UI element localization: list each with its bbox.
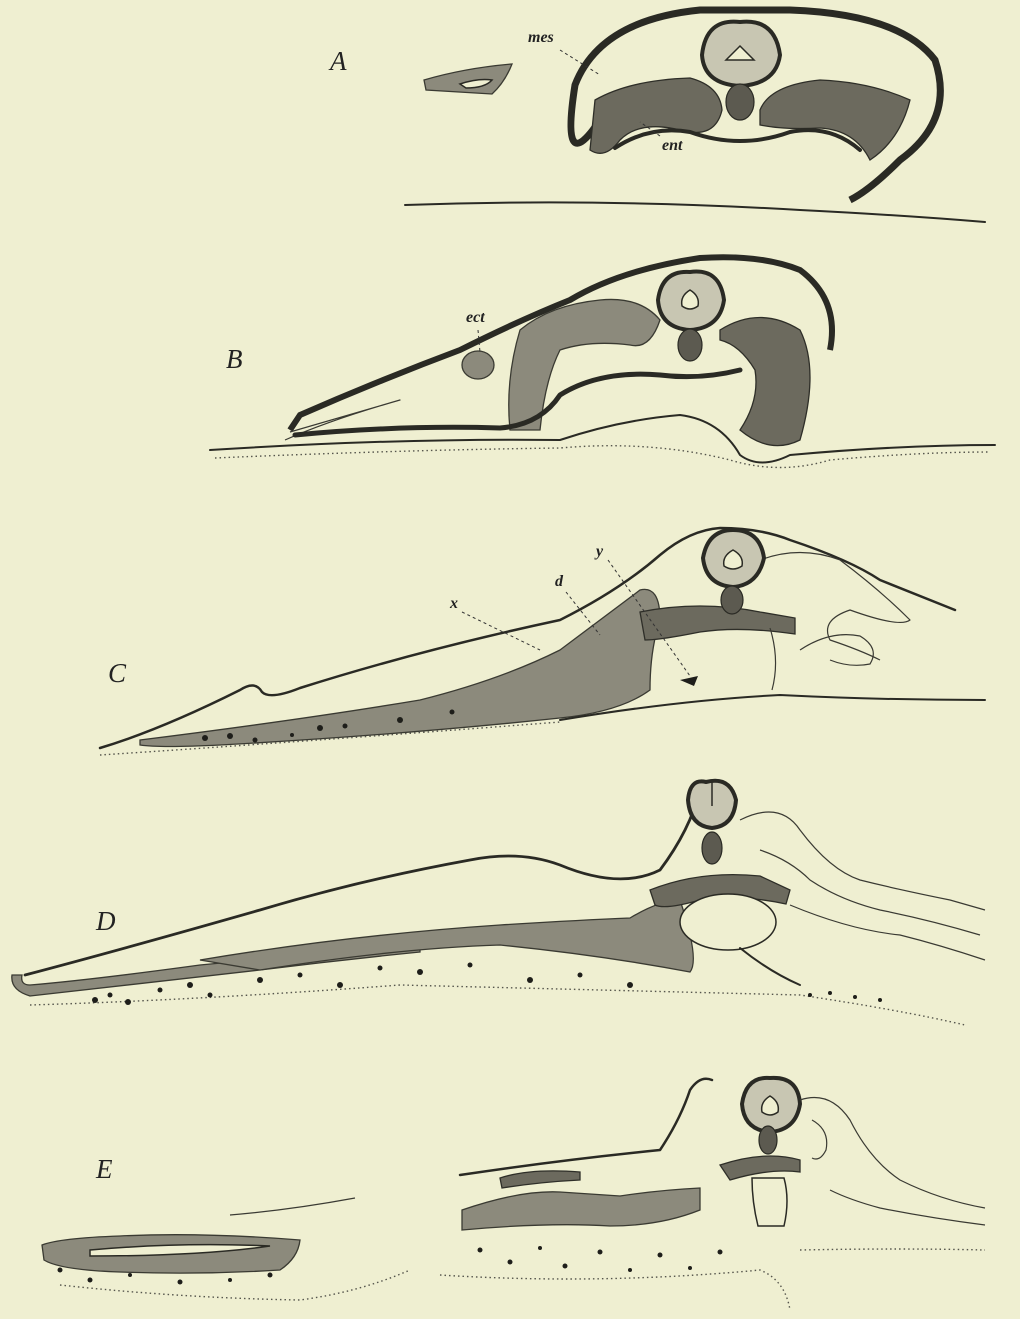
panel-a-mesoderm-right xyxy=(760,80,910,160)
panel-d-notochord xyxy=(702,832,722,864)
panel-e-gut-roof xyxy=(720,1156,800,1180)
panel-b-mesoderm-right xyxy=(720,318,810,446)
label-ect: ect xyxy=(466,309,485,326)
panel-e: E xyxy=(42,1078,985,1310)
label-ent: ent xyxy=(662,137,683,154)
panel-e-letter: E xyxy=(95,1154,113,1184)
panel-a: A mes ent xyxy=(328,10,985,222)
panel-a-letter: A xyxy=(328,46,347,76)
panel-c-letter: C xyxy=(108,658,127,688)
panel-b-letter: B xyxy=(226,344,243,374)
panel-e-notochord xyxy=(759,1126,777,1154)
panel-a-endoderm xyxy=(615,130,860,150)
panel-d: D xyxy=(12,781,985,1025)
panel-e-gut-cavity xyxy=(752,1178,787,1226)
panel-c-notochord xyxy=(721,586,743,614)
panel-b: B ect xyxy=(210,257,995,467)
label-y: y xyxy=(594,543,604,560)
panel-a-fragment xyxy=(424,64,512,94)
panel-b-ect-bump xyxy=(462,351,494,379)
panel-d-letter: D xyxy=(95,906,116,936)
panel-c: C x d y xyxy=(100,528,985,755)
panel-a-mesoderm-left xyxy=(590,78,722,153)
panel-d-mesoderm xyxy=(200,900,693,972)
label-mes: mes xyxy=(528,29,554,46)
panel-e-ground xyxy=(440,1270,790,1310)
panel-d-gut-cavity xyxy=(680,894,776,950)
panel-b-ground xyxy=(210,415,995,463)
panel-b-notochord xyxy=(678,329,702,361)
label-x: x xyxy=(449,595,458,612)
panel-e-mesoderm xyxy=(462,1188,700,1230)
panel-a-notochord xyxy=(726,84,754,120)
panel-d-ground xyxy=(740,948,800,985)
panel-c-mark-y xyxy=(680,676,698,686)
panel-e-ectoderm xyxy=(460,1079,712,1175)
label-x-leader xyxy=(462,612,540,650)
label-d: d xyxy=(555,573,564,590)
panel-e-mesoderm-strip xyxy=(500,1171,580,1188)
panel-a-ground xyxy=(405,202,985,222)
